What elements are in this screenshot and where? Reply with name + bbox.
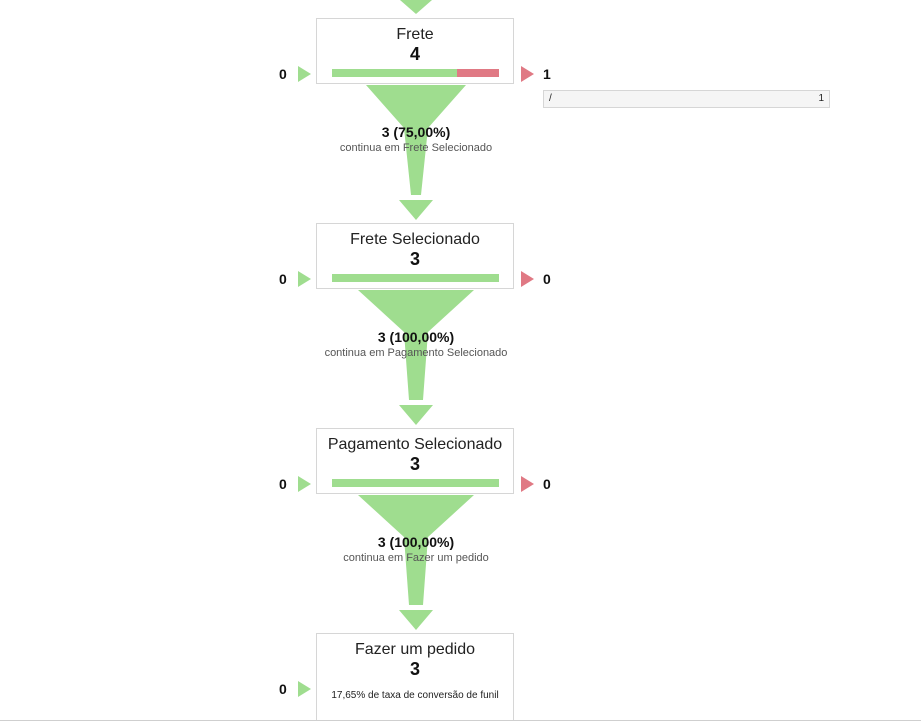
flow-percentage: 3 (75,00%): [381, 124, 451, 140]
step-bar: [332, 69, 499, 77]
step-name: Fazer um pedido: [354, 641, 476, 658]
step-value: 3: [409, 249, 420, 269]
exits-count[interactable]: 0: [543, 271, 551, 287]
funnel-shape-1: [366, 85, 466, 195]
flow-percentage: 3 (100,00%): [377, 329, 455, 345]
entrances-count: 0: [279, 681, 287, 697]
bar-continue: [332, 69, 458, 77]
funnel-shape-3: [358, 495, 474, 605]
conversion-rate-text: 17,65% de taxa de conversão de funil: [331, 690, 499, 701]
flow-description: continua em Fazer um pedido: [343, 552, 489, 564]
step-bar: [332, 274, 499, 282]
funnel-step-frete-selecionado[interactable]: Frete Selecionado 3: [316, 223, 514, 289]
entrance-arrow-icon: [298, 681, 311, 697]
bottom-divider: [0, 720, 921, 721]
bar-continue: [332, 274, 499, 282]
entrance-arrow-icon: [298, 66, 311, 82]
entrances-count: 0: [279, 271, 287, 287]
funnel-arrow-2: [399, 405, 433, 425]
step-name: Frete Selecionado: [350, 231, 480, 248]
step-bar: [332, 479, 499, 487]
funnel-step-frete[interactable]: Frete 4: [316, 18, 514, 84]
exits-count[interactable]: 0: [543, 476, 551, 492]
funnel-step-fazer-um-pedido[interactable]: Fazer um pedido 3 17,65% de taxa de conv…: [316, 633, 514, 721]
flow-description: continua em Frete Selecionado: [339, 142, 493, 154]
exit-arrow-icon: [521, 66, 534, 82]
entrance-arrow-icon: [298, 271, 311, 287]
bar-exit: [457, 69, 499, 77]
exit-arrow-icon: [521, 476, 534, 492]
funnel-shape-2: [358, 290, 474, 400]
entrance-arrow-icon: [298, 476, 311, 492]
step-value: 4: [409, 44, 420, 64]
bar-continue: [332, 479, 499, 487]
entrances-count: 0: [279, 476, 287, 492]
step-value: 3: [409, 454, 420, 474]
funnel-arrow-1: [399, 200, 433, 220]
incoming-arrow: [400, 0, 432, 14]
entrances-count: 0: [279, 66, 287, 82]
flow-description: continua em Pagamento Selecionado: [324, 347, 508, 359]
exits-count[interactable]: 1: [543, 66, 551, 82]
funnel-step-pagamento-selecionado[interactable]: Pagamento Selecionado 3: [316, 428, 514, 494]
step-name: Frete: [396, 26, 434, 43]
step-name: Pagamento Selecionado: [327, 436, 503, 453]
flow-percentage: 3 (100,00%): [377, 534, 455, 550]
step-value: 3: [409, 659, 420, 679]
exit-page-row[interactable]: / 1: [543, 90, 830, 108]
exit-page-count: 1: [818, 93, 824, 104]
funnel-arrow-3: [399, 610, 433, 630]
exit-arrow-icon: [521, 271, 534, 287]
exit-page-path: /: [549, 93, 552, 104]
